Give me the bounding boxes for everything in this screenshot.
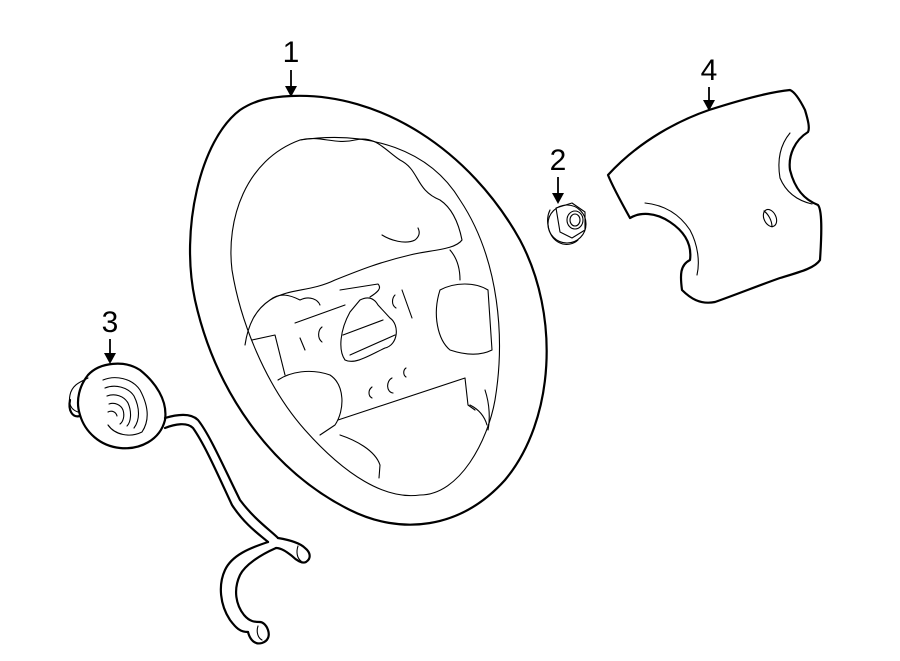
arrow-down-icon [104,353,116,364]
callout-number: 3 [102,306,119,339]
callout-number: 1 [283,36,300,69]
steering-wheel-part [188,94,548,526]
callout-number: 2 [550,144,567,177]
clockspring-harness-part [68,362,311,645]
arrow-down-icon [703,100,715,111]
callout-1: 1 [283,36,300,97]
arrow-down-icon [285,86,297,97]
arrow-down-icon [552,193,564,204]
callout-2: 2 [550,144,567,204]
nut-part [547,202,587,245]
callout-number: 4 [701,54,718,87]
callout-4: 4 [701,54,718,111]
callout-3: 3 [102,306,119,364]
airbag-cover-part [606,88,823,304]
